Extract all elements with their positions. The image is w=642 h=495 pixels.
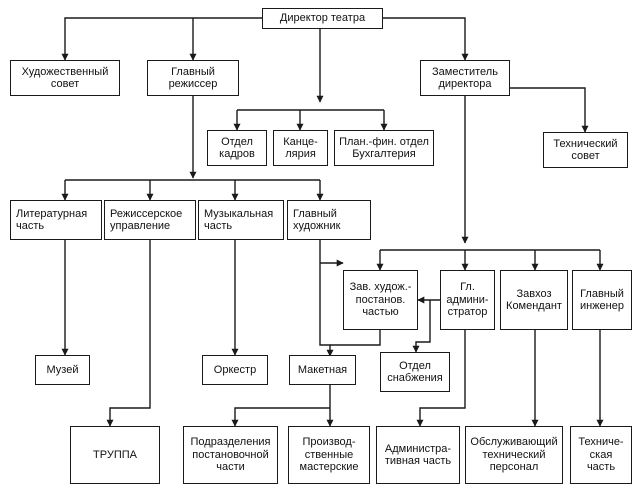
model-shop-box: Макетная	[289, 355, 356, 385]
director-box: Директор театра	[262, 8, 383, 29]
literary-box: Литературная часть	[10, 200, 102, 240]
chief-engineer-box: Главный инженер	[572, 270, 632, 330]
office-box: Канце- лярия	[273, 130, 328, 166]
art-council-box: Художественный совет	[10, 60, 120, 96]
line-director-left	[61, 17, 262, 61]
line-chief-admin-admin-part	[416, 330, 466, 427]
supply-dept-box: Отдел снабжения	[380, 352, 450, 392]
admin-part-box: Администра- тивная часть	[376, 426, 460, 484]
music-box: Музыкальная часть	[198, 200, 284, 240]
planning-box: План.-фин. отдел Бухгалтерия	[334, 130, 434, 166]
museum-box: Музей	[35, 355, 90, 385]
orchestra-box: Оркестр	[202, 355, 268, 385]
tech-council-box: Технический совет	[543, 132, 628, 168]
deputy-box: Заместитель директора	[420, 60, 510, 96]
line-chief-artist-model-shop	[319, 263, 334, 357]
line-to-prod-units	[231, 407, 330, 427]
line-prod-head-model-shop	[330, 330, 381, 346]
prod-head-box: Зав. худож.- постанов. частью	[343, 270, 418, 330]
chief-artist-box: Главный художник	[287, 200, 371, 240]
line-director-right	[383, 17, 469, 61]
chief-director-box: Главный режиссер	[147, 60, 239, 96]
service-staff-box: Обслуживающий технический персонал	[465, 426, 563, 484]
line-directing-troupe	[106, 240, 151, 427]
directing-box: Режиссерское управление	[104, 200, 196, 240]
workshops-box: Производ- ственные мастерские	[288, 426, 370, 484]
supply-manager-box: Завхоз Комендант	[500, 270, 568, 330]
line-to-supply-dept	[412, 300, 431, 353]
troupe-box: ТРУППА	[70, 426, 160, 484]
chief-admin-box: Гл. админи- стратор	[440, 270, 495, 330]
tech-part-box: Техниче- ская часть	[570, 426, 632, 484]
hr-box: Отдел кадров	[207, 130, 267, 166]
prod-units-box: Подразделения постановочной части	[183, 426, 278, 484]
